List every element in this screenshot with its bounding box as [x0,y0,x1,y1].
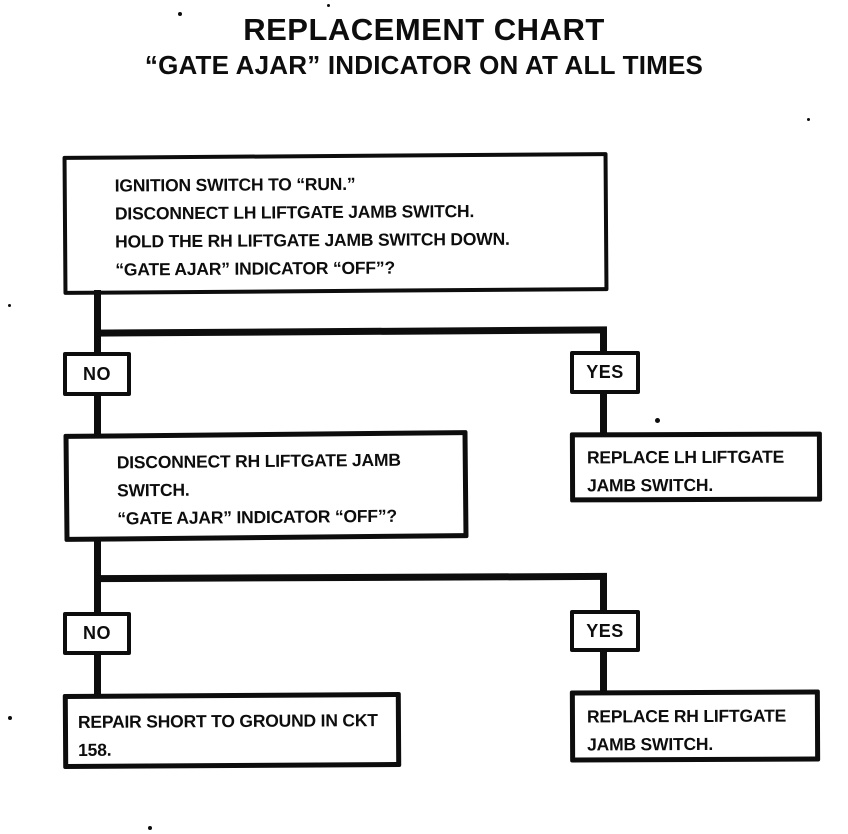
branch1-no-label: NO [83,363,111,384]
connector-no1-down [94,394,101,436]
page-title: REPLACEMENT CHART [243,12,605,47]
scan-speck [655,418,660,423]
scan-speck [327,4,330,7]
result-replace-lh-box: REPLACE LH LIFTGATE JAMB SWITCH. [569,431,823,503]
connector-step1-down [94,290,101,356]
result-replace-lh-text: REPLACE LH LIFTGATE JAMB SWITCH. [586,446,785,496]
step1-question: “GATE AJAR” INDICATOR “OFF”? [87,252,592,284]
connector-branch2-horizontal [93,572,608,583]
scan-speck [807,118,810,121]
result-repair-short-text: REPAIR SHORT TO GROUND IN CKT 158. [77,710,378,760]
result-replace-rh-text: REPLACE RH LIFTGATE JAMB SWITCH. [586,705,787,755]
step1-line-2-text: DISCONNECT LH LIFTGATE JAMB SWITCH. [114,201,475,224]
branch1-yes-box: YES [570,351,640,394]
step1-line-1-text: IGNITION SWITCH TO “RUN.” [114,173,356,196]
scan-speck [8,716,12,720]
connector-yes1-down [600,392,607,436]
branch2-yes-label: YES [586,620,624,641]
result-repair-short-box: REPAIR SHORT TO GROUND IN CKT 158. [62,691,402,770]
branch2-yes-box: YES [570,610,640,652]
step1-line-3: HOLD THE RH LIFTGATE JAMB SWITCH DOWN. [87,224,592,256]
step2-line-1-text: DISCONNECT RH LIFTGATE JAMB SWITCH. [116,449,401,501]
step2-line-1: DISCONNECT RH LIFTGATE JAMB SWITCH. [89,445,452,504]
scan-speck [148,826,152,830]
connector-branch2-yes-down [600,577,607,614]
step1-line-1: IGNITION SWITCH TO “RUN.” [87,168,592,200]
branch1-no-box: NO [63,352,131,396]
connector-branch1-horizontal [93,326,608,337]
branch2-no-box: NO [63,612,131,655]
scan-speck [178,12,182,16]
step1-question-text: “GATE AJAR” INDICATOR “OFF”? [115,257,395,280]
connector-yes2-down [600,650,607,694]
page-subtitle: “GATE AJAR” INDICATOR ON AT ALL TIMES [144,50,704,80]
result-replace-rh-box: REPLACE RH LIFTGATE JAMB SWITCH. [569,689,821,763]
step1-box: IGNITION SWITCH TO “RUN.” DISCONNECT LH … [62,152,609,295]
step2-box: DISCONNECT RH LIFTGATE JAMB SWITCH. “GAT… [63,430,469,542]
step1-line-3-text: HOLD THE RH LIFTGATE JAMB SWITCH DOWN. [115,228,510,252]
branch2-no-label: NO [83,623,111,643]
connector-no2-down [94,653,101,697]
step2-question-text: “GATE AJAR” INDICATOR “OFF”? [117,505,397,529]
connector-branch1-yes-down [600,331,607,355]
step2-question: “GATE AJAR” INDICATOR “OFF”? [89,501,451,532]
step1-line-2: DISCONNECT LH LIFTGATE JAMB SWITCH. [87,196,592,228]
scan-speck [8,304,11,307]
branch1-yes-label: YES [586,362,624,382]
